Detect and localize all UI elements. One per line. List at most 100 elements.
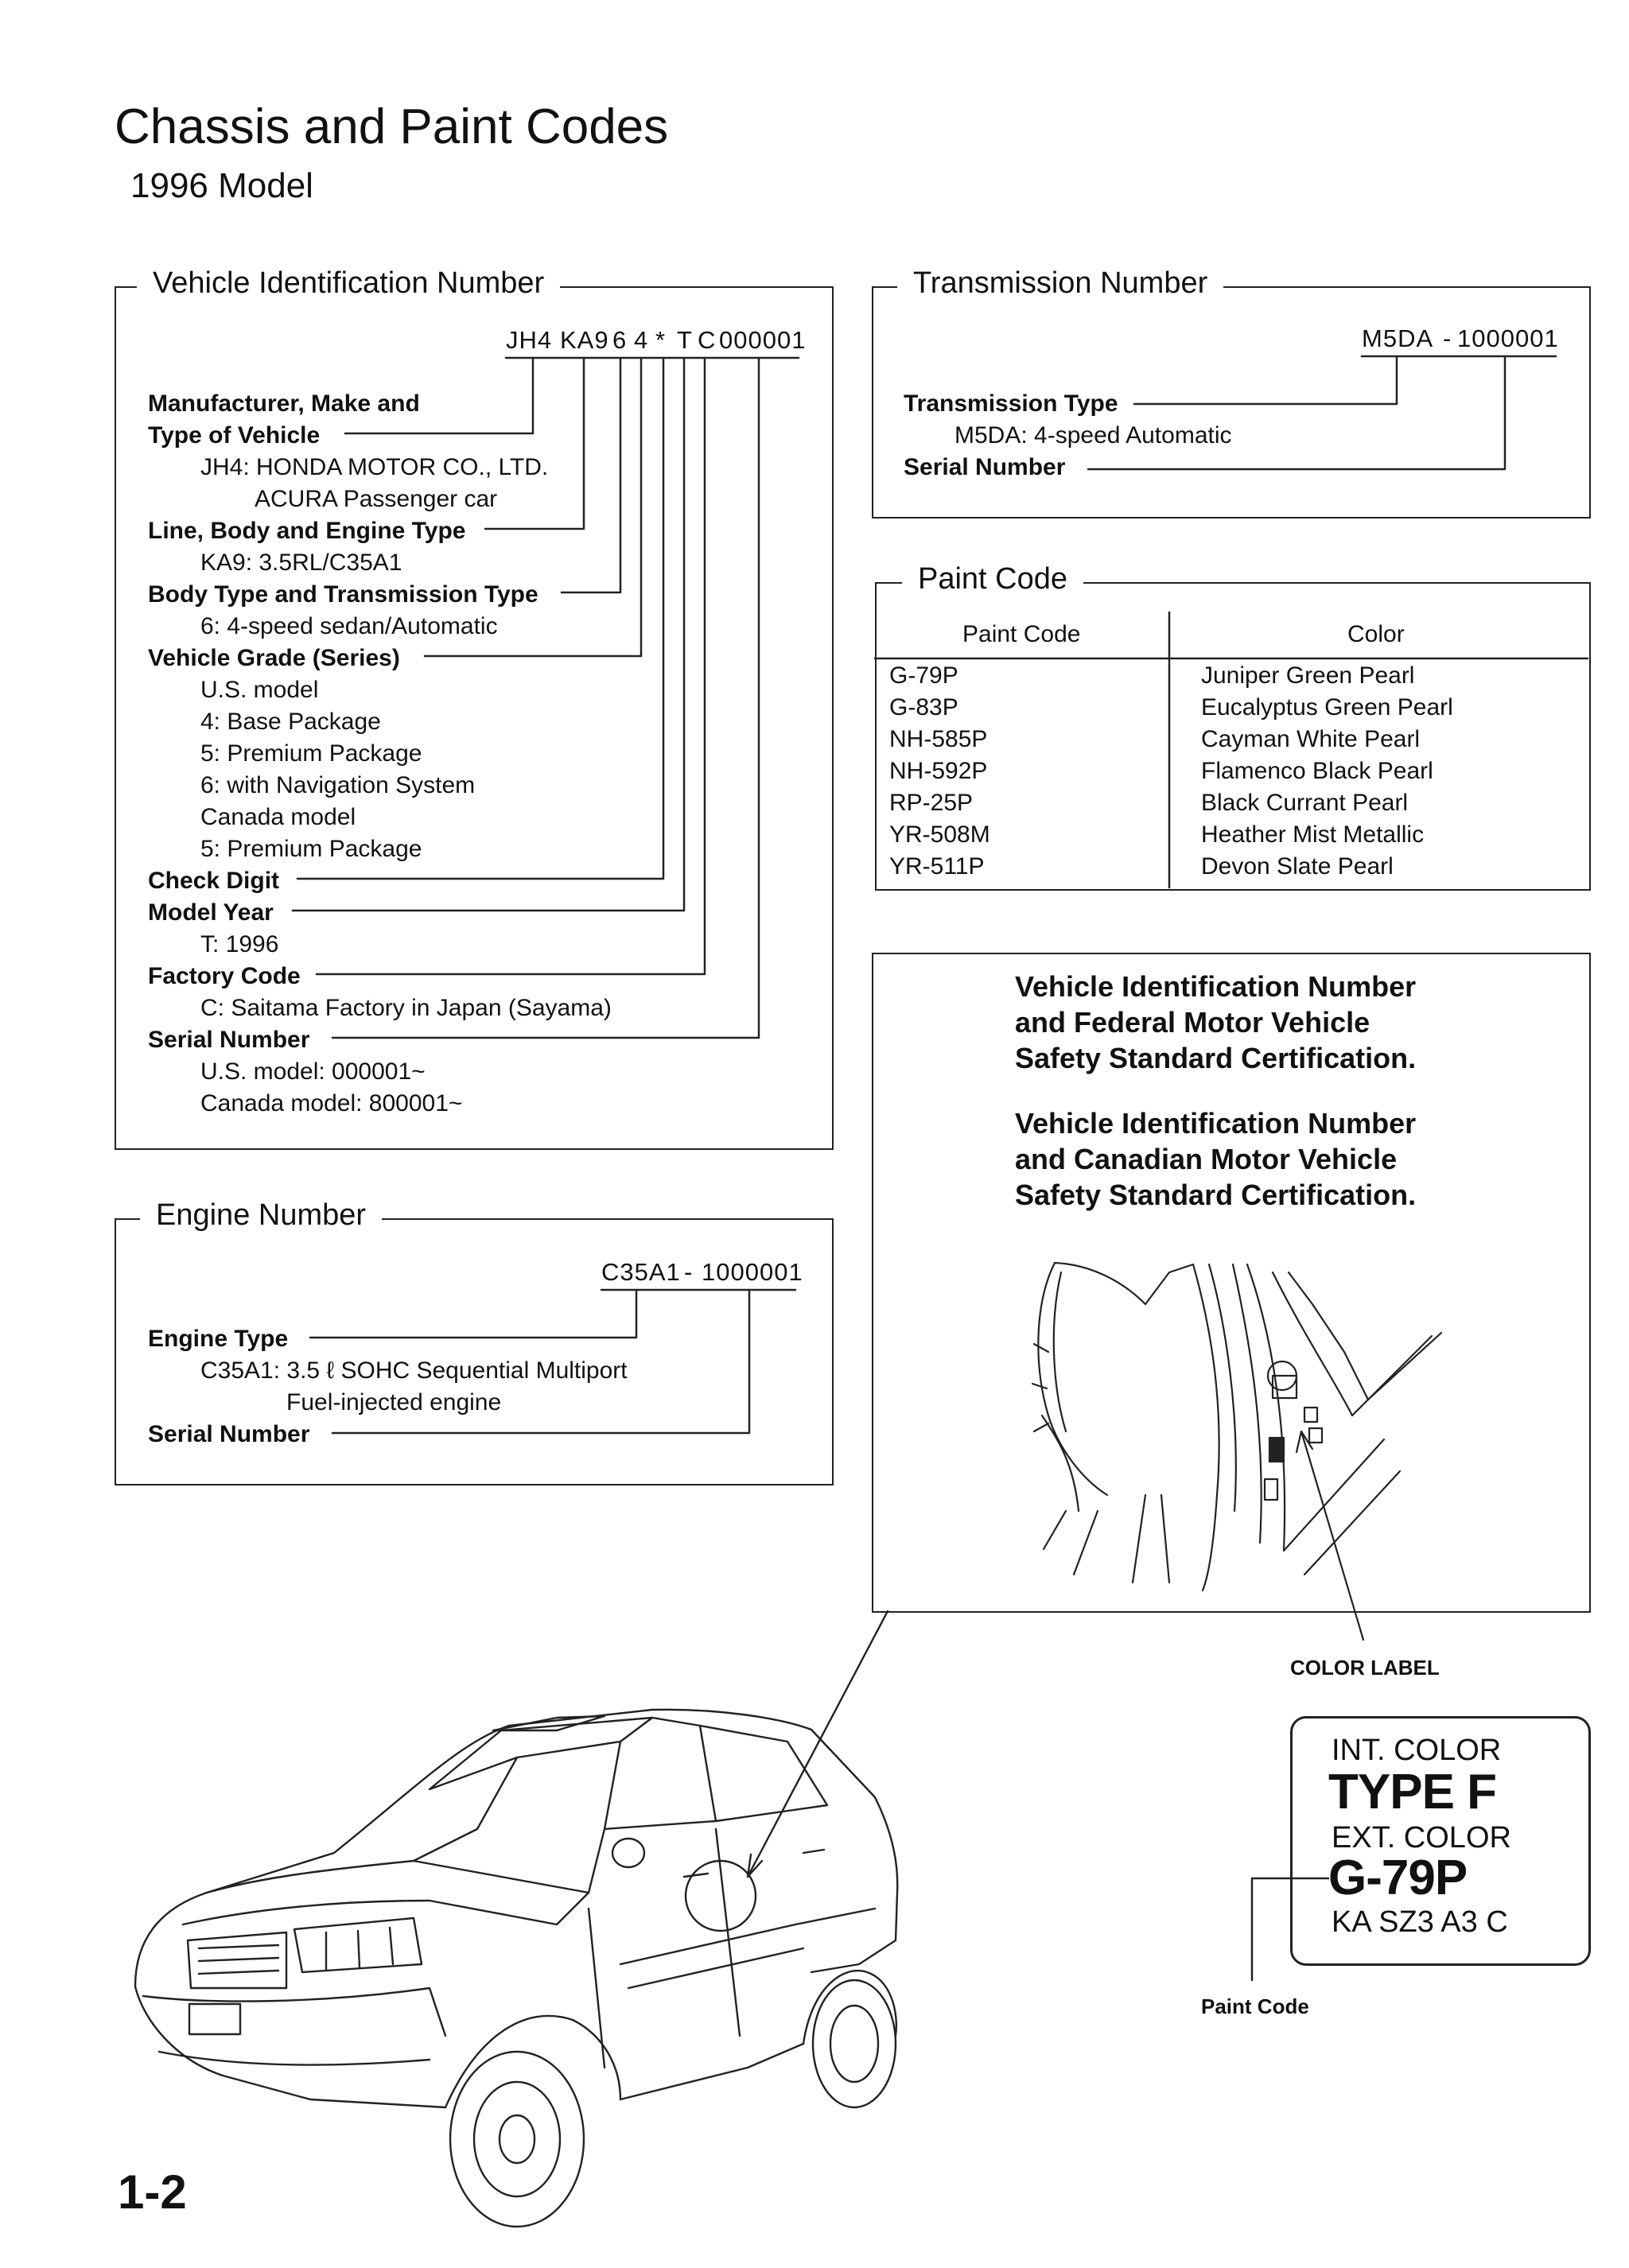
transmission-type-label: Transmission Type xyxy=(904,390,1118,417)
paint-color-cell: Cayman White Pearl xyxy=(1201,726,1421,752)
transmission-type-value: M5DA: 4-speed Automatic xyxy=(954,422,1232,449)
transmission-code-sep: - xyxy=(1443,324,1452,352)
vin-part-check: * xyxy=(655,326,667,354)
paint-code-cell: G-79P xyxy=(889,662,958,689)
engine-leader-lines xyxy=(309,1288,797,1435)
paint-color-cell: Heather Mist Metallic xyxy=(1201,821,1425,848)
vin-part-factory: C xyxy=(698,326,717,354)
transmission-leader-lines xyxy=(1087,355,1557,471)
engine-serial-label: Serial Number xyxy=(148,1421,310,1447)
paint-row: NH-585P Cayman White Pearl xyxy=(878,724,1464,755)
vin-value: KA9: 3.5RL/C35A1 xyxy=(200,550,402,576)
vin-value: 5: Premium Package xyxy=(200,740,422,767)
paint-code-caption: Paint Code xyxy=(1201,1994,1309,2018)
ext-color-value: G-79P xyxy=(1328,1851,1468,1905)
color-label-footer: KA SZ3 A3 C xyxy=(1332,1905,1508,1939)
vin-value: 6: 4-speed sedan/Automatic xyxy=(200,613,498,639)
paint-header-code: Paint Code xyxy=(962,621,1081,647)
paint-row: NH-592P Flamenco Black Pearl xyxy=(878,755,1464,787)
paint-row: RP-25P Black Currant Pearl xyxy=(878,787,1464,819)
vin-label: Body Type and Transmission Type xyxy=(148,581,538,608)
cert-line: Vehicle Identification Number xyxy=(1015,1107,1417,1140)
vin-label: Manufacturer, Make and xyxy=(148,390,420,417)
paint-code-cell: G-83P xyxy=(889,694,958,720)
paint-header-color: Color xyxy=(1347,621,1405,647)
vin-value: 4: Base Package xyxy=(200,709,381,735)
vin-label: Type of Vehicle xyxy=(148,422,321,449)
transmission-code-type: M5DA xyxy=(1362,324,1434,352)
engine-type-value-2: Fuel-injected engine xyxy=(286,1389,502,1416)
page-number: 1-2 xyxy=(118,2165,187,2219)
vin-value: 6: with Navigation System xyxy=(200,772,476,798)
engine-box xyxy=(115,1218,834,1485)
vin-part-serial: 000001 xyxy=(719,326,807,354)
int-color-label: INT. COLOR xyxy=(1332,1734,1502,1767)
vin-label: Vehicle Grade (Series) xyxy=(148,645,400,671)
cert-line: Safety Standard Certification. xyxy=(1015,1179,1417,1211)
vin-value: Canada model xyxy=(200,804,356,830)
color-label-sticker xyxy=(1290,1716,1591,1966)
paint-color-cell: Black Currant Pearl xyxy=(1201,790,1409,816)
vin-value: ACURA Passenger car xyxy=(255,486,498,512)
vin-label: Model Year xyxy=(148,899,274,926)
certification-box xyxy=(872,953,1591,1613)
paint-code-cell: NH-592P xyxy=(889,758,988,784)
paint-row: G-83P Eucalyptus Green Pearl xyxy=(878,692,1464,724)
paint-table-grid xyxy=(873,611,1589,889)
page-subtitle: 1996 Model xyxy=(130,166,313,205)
vin-value: JH4: HONDA MOTOR CO., LTD. xyxy=(200,454,549,480)
paint-color-cell: Devon Slate Pearl xyxy=(1201,853,1394,880)
paint-row: YR-511P Devon Slate Pearl xyxy=(878,851,1464,883)
vin-leader-lines xyxy=(291,356,800,1039)
paint-color-cell: Eucalyptus Green Pearl xyxy=(1201,694,1453,720)
engine-code-serial: 1000001 xyxy=(702,1258,803,1286)
vin-label: Factory Code xyxy=(148,963,301,989)
paint-color-cell: Flamenco Black Pearl xyxy=(1201,758,1433,784)
transmission-box xyxy=(872,286,1591,518)
engine-code-type: C35A1 xyxy=(601,1258,681,1286)
int-color-value: TYPE F xyxy=(1328,1765,1497,1819)
cert-line: and Canadian Motor Vehicle xyxy=(1015,1143,1398,1175)
paint-row: YR-508M Heather Mist Metallic xyxy=(878,819,1464,851)
transmission-code-serial: 1000001 xyxy=(1457,324,1559,352)
paint-code-box xyxy=(875,582,1591,891)
cert-line: and Federal Motor Vehicle xyxy=(1015,1006,1370,1039)
paint-row: G-79P Juniper Green Pearl xyxy=(878,660,1464,692)
vin-part-manufacturer: JH4 xyxy=(506,326,553,354)
vin-box xyxy=(115,286,834,1150)
vin-box-title: Vehicle Identification Number xyxy=(137,266,561,301)
page-title: Chassis and Paint Codes xyxy=(115,99,669,154)
paint-code-cell: NH-585P xyxy=(889,726,988,752)
paint-code-leader xyxy=(1250,1877,1330,1982)
door-jamb-illustration xyxy=(1031,1261,1443,1641)
transmission-serial-label: Serial Number xyxy=(904,454,1066,480)
car-illustration xyxy=(134,1610,899,2228)
paint-code-cell: YR-508M xyxy=(889,821,990,848)
paint-color-cell: Juniper Green Pearl xyxy=(1201,662,1415,689)
vin-value: U.S. model: 000001~ xyxy=(200,1058,426,1085)
vin-part-body: 6 xyxy=(612,326,628,354)
vin-value: Canada model: 800001~ xyxy=(200,1090,463,1117)
color-label-caption: COLOR LABEL xyxy=(1290,1656,1440,1680)
engine-type-label: Engine Type xyxy=(148,1326,289,1352)
engine-code-sep: - xyxy=(684,1258,694,1286)
vin-part-grade: 4 xyxy=(634,326,649,354)
vin-value: U.S. model xyxy=(200,677,319,703)
vin-label: Line, Body and Engine Type xyxy=(148,518,466,544)
cert-line: Vehicle Identification Number xyxy=(1015,970,1417,1003)
paint-code-box-title: Paint Code xyxy=(902,561,1084,596)
vin-label: Check Digit xyxy=(148,868,280,894)
vin-value: C: Saitama Factory in Japan (Sayama) xyxy=(200,995,612,1021)
engine-type-value: C35A1: 3.5 ℓ SOHC Sequential Multiport xyxy=(200,1357,628,1384)
vin-value: 5: Premium Package xyxy=(200,836,422,862)
paint-code-cell: YR-511P xyxy=(889,853,985,880)
paint-code-cell: RP-25P xyxy=(889,790,974,816)
vin-part-line: KA9 xyxy=(560,326,609,354)
vin-part-year: T xyxy=(677,326,693,354)
cert-line: Safety Standard Certification. xyxy=(1015,1042,1417,1074)
transmission-box-title: Transmission Number xyxy=(897,266,1224,301)
ext-color-label: EXT. COLOR xyxy=(1332,1821,1511,1854)
vin-value: T: 1996 xyxy=(200,931,279,957)
